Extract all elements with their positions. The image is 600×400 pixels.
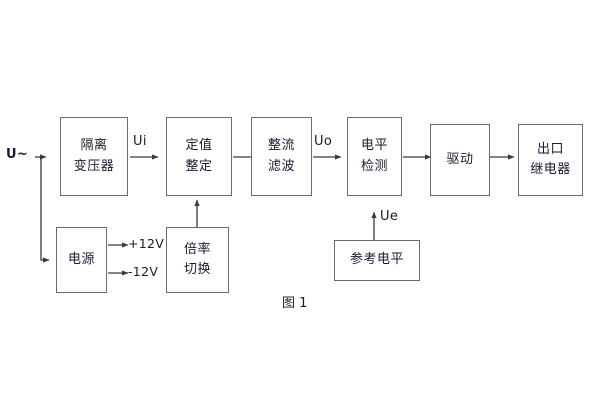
block-line: 电源 (67, 251, 95, 267)
block-output-relay[interactable]: 出口 继电器 (518, 124, 583, 196)
block-isolation-transformer[interactable]: 隔离 变压器 (60, 117, 128, 196)
rail-label-positive: +12V (128, 236, 165, 251)
input-voltage-label: U~ (6, 147, 29, 162)
block-setting-value[interactable]: 定值 整定 (166, 117, 232, 196)
rail-label-negative: -12V (128, 264, 159, 279)
block-line: 变压器 (73, 158, 115, 174)
block-line: 电平 (360, 138, 388, 154)
block-line: 切换 (183, 262, 211, 277)
block-rectifier-filter[interactable]: 整流 滤波 (251, 117, 312, 196)
block-line: 驱动 (446, 151, 474, 167)
block-reference-level[interactable]: 参考电平 (334, 240, 420, 281)
figure-caption: 图 1 (282, 296, 308, 311)
signal-label-uo: Uo (314, 134, 333, 149)
block-line: 继电器 (530, 162, 571, 177)
block-line: 整流 (267, 138, 295, 154)
block-driver[interactable]: 驱动 (430, 124, 490, 196)
signal-label-ue: Ue (380, 209, 399, 224)
block-power-supply[interactable]: 电源 (56, 227, 107, 293)
block-line: 出口 (536, 141, 564, 157)
block-line: 隔离 (80, 138, 108, 154)
block-line: 检测 (360, 158, 388, 174)
block-line: 整定 (185, 158, 213, 174)
signal-label-ui: Ui (133, 134, 147, 149)
block-line: 定值 (185, 138, 213, 154)
block-line: 倍率 (183, 241, 211, 257)
block-line: 参考电平 (349, 252, 404, 268)
block-level-detection[interactable]: 电平 检测 (347, 117, 402, 196)
block-line: 滤波 (267, 158, 295, 174)
block-multiplier-switch[interactable]: 倍率 切换 (166, 227, 229, 293)
